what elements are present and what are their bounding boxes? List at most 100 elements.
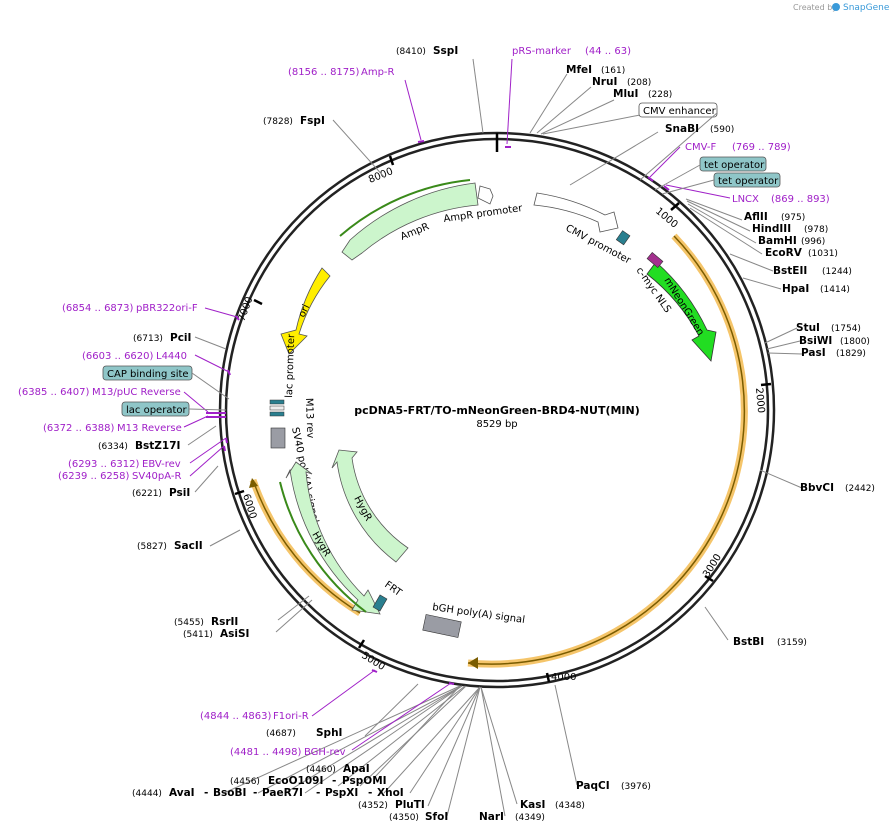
orf-line-left: [252, 479, 361, 614]
lncx-pos: (869 .. 893): [771, 194, 830, 205]
tet-op-1-leader: [654, 164, 701, 191]
hpai-name: HpaI: [782, 283, 809, 295]
orf-left-arrowhead: [249, 478, 258, 488]
sv40-polya-box: [270, 427, 286, 449]
pasi-name: PasI: [801, 347, 826, 359]
tick-4000: [545, 672, 551, 683]
tick-label-2000: 2000: [753, 387, 766, 413]
nari-name: NarI: [479, 811, 504, 823]
tick-8000: [388, 155, 395, 166]
afiii-name: AflII: [744, 211, 768, 223]
bgh-rev-name: BGH-rev: [304, 747, 346, 758]
bamhi-pos: (996): [801, 237, 825, 247]
psii-name: PsiI: [169, 487, 190, 499]
cmv-enhancer-leader: [639, 112, 718, 181]
tet-operator-1-label: tet operator: [704, 160, 765, 171]
tick-marks: [234, 155, 772, 683]
ampr-primer-name: Amp-R: [361, 67, 395, 78]
paqci-pos: (3976): [621, 782, 651, 792]
nari-pos: (4349): [515, 813, 545, 823]
cmv-promoter-label: CMV promoter: [564, 223, 634, 267]
ampr-orf-line: [339, 179, 471, 237]
prs-marker-pos: (44 .. 63): [585, 46, 631, 57]
f1ori-r-name: F1ori-R: [273, 711, 309, 722]
stui-pos: (1754): [831, 324, 861, 334]
tick-6000: [234, 489, 245, 496]
rsrii-name: RsrII: [211, 616, 238, 628]
fspi-pos: (7828): [263, 117, 293, 127]
l4440-pos: (6603 .. 6620): [82, 351, 154, 362]
bstbi-name: BstBI: [733, 636, 764, 648]
created-by-text: Created by: [793, 3, 837, 12]
sv40pa-r-pos: (6239 .. 6258): [58, 471, 130, 482]
bstbi-pos: (3159): [777, 638, 807, 648]
tet-operator-1-tag: [699, 156, 767, 172]
bsteii-pos: (1244): [822, 267, 852, 277]
frt-label: FRT: [382, 579, 404, 599]
sphi-name: SphI: [316, 727, 342, 739]
avai-pos: (4444): [132, 789, 162, 799]
bamhi-name: BamHI: [758, 235, 797, 247]
ampr-promoter-arrow: [477, 185, 494, 205]
psppomi-name: PspOMI: [342, 775, 387, 787]
bgh-polya-box: [422, 614, 462, 638]
hygr-arrow-outer: [285, 461, 381, 615]
m13-rev-box: [269, 405, 285, 411]
bbvci-pos: (2442): [845, 484, 875, 494]
cap-box: [269, 411, 285, 417]
tick-7000: [253, 298, 263, 306]
bsobi-name: BsoBI: [213, 787, 246, 799]
ori-arrow: [280, 267, 331, 355]
paer7i-sep: -: [253, 787, 257, 799]
bsiwi-pos: (1800): [840, 337, 870, 347]
lac-promoter-box: [269, 399, 285, 405]
nrui-pos: (208): [627, 78, 651, 88]
frt-box: [372, 594, 388, 612]
sspi-pos: (8410): [396, 47, 426, 57]
psii-pos: (6221): [132, 489, 162, 499]
pluti-pos: (4352): [358, 801, 388, 811]
cmv-enhancer-label: CMV enhancer: [643, 106, 717, 117]
prs-marker-name: pRS-marker: [512, 46, 572, 57]
cap-binding-label: CAP binding site: [107, 369, 189, 380]
pbr322ori-f-pos: (6854 .. 6873): [62, 303, 134, 314]
lac-operator-label: lac operator: [126, 405, 187, 416]
pspxi-name: PspXI: [325, 787, 358, 799]
bbvci-name: BbvCI: [800, 482, 834, 494]
m13-reverse-name: M13 Reverse: [117, 423, 182, 434]
hygr-orf-line: [279, 481, 367, 613]
rsrii-pos: (5455): [174, 618, 204, 628]
hindiii-name: HindIII: [752, 223, 791, 235]
apai-name: ApaI: [343, 763, 370, 775]
pasi-pos: (1829): [836, 349, 866, 359]
primer-leaders: [183, 58, 731, 751]
bsiwi-name: BsiWI: [799, 335, 832, 347]
orf-outline-right: [467, 233, 748, 668]
asisi-name: AsiSI: [220, 628, 249, 640]
ampr-primer-pos: (8156 .. 8175): [288, 67, 360, 78]
enzyme-leaders: [187, 58, 803, 817]
m13-reverse-pos: (6372 .. 6388): [43, 423, 115, 434]
lac-promoter-label: lac promoter: [284, 333, 297, 398]
sspi-name: SspI: [433, 45, 458, 57]
pcii-pos: (6713): [133, 334, 163, 344]
snabi-pos: (590): [710, 125, 734, 135]
cmv-promoter-arrow: [533, 192, 619, 233]
f1ori-r-pos: (4844 .. 4863): [200, 711, 272, 722]
orf-right-arrowhead: [468, 657, 478, 669]
sacii-name: SacII: [174, 540, 203, 552]
avai-name: AvaI: [169, 787, 195, 799]
afiii-pos: (975): [781, 213, 805, 223]
pcii-name: PciI: [170, 332, 191, 344]
pbr322ori-f-name: pBR322ori-F: [136, 303, 198, 314]
plasmid-name: pcDNA5-FRT/TO-mNeonGreen-BRD4-NUT(MIN): [354, 404, 640, 417]
plasmid-size: 8529 bp: [476, 419, 517, 430]
ecoo109i-pos: (4456): [230, 777, 260, 787]
sphi-pos: (4687): [266, 729, 296, 739]
cmv-enhancer-tag: [638, 102, 718, 118]
pluti-name: PluTI: [395, 799, 425, 811]
tick-2000: [760, 382, 772, 387]
fspi-name: FspI: [300, 115, 325, 127]
snapgene-logo-icon: [832, 3, 840, 11]
